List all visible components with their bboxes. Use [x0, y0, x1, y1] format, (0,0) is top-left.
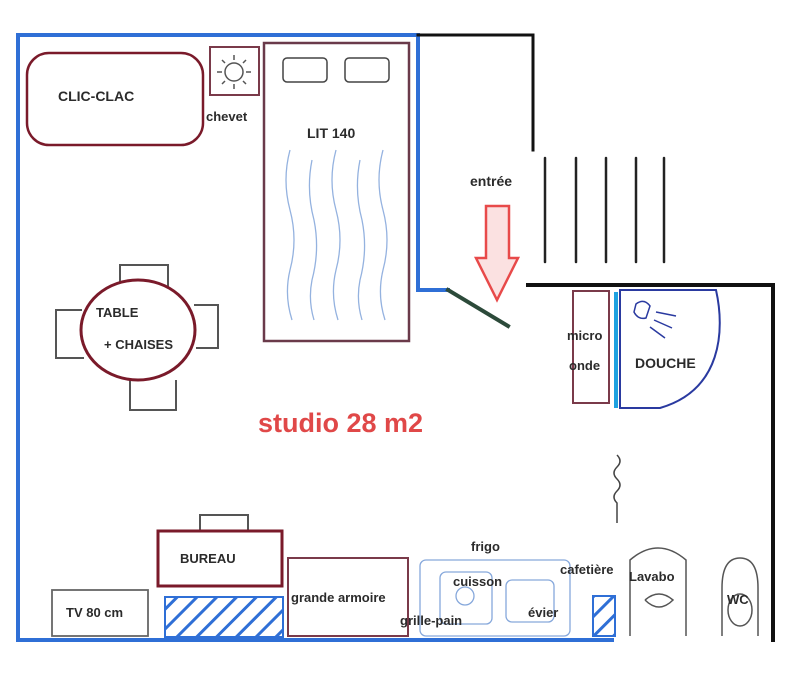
tv-box — [51, 589, 149, 637]
chaises-label: + CHAISES — [104, 337, 173, 352]
armoire-box — [287, 557, 409, 637]
hatched-area — [164, 596, 284, 638]
pillow-left — [282, 57, 328, 83]
walls-dark — [416, 33, 775, 642]
table-top — [79, 278, 197, 382]
cuisson-label: cuisson — [453, 574, 503, 589]
door-leaf — [445, 287, 511, 329]
wall-left-top — [16, 33, 614, 642]
lavabo-sketch — [629, 547, 687, 636]
tv-label: TV 80 cm — [66, 605, 124, 620]
frigo-label: frigo — [471, 539, 500, 554]
clic-clac-label: CLIC-CLAC — [58, 88, 135, 104]
grille-pain-label: grille-pain — [400, 613, 463, 628]
pipe-sketch — [613, 454, 621, 523]
clic-clac-sofa — [25, 51, 205, 147]
lavabo-label: Lavabo — [629, 569, 675, 584]
cafetiere-hatch — [592, 595, 616, 637]
pillow-right — [344, 57, 390, 83]
wc-label: WC — [727, 592, 749, 607]
bureau-chair — [199, 514, 249, 532]
table-chairs — [55, 264, 219, 411]
entrance-arrow — [473, 204, 521, 303]
onde-label: onde — [569, 358, 601, 373]
shower-head-icon — [633, 300, 677, 339]
micro-onde-box — [572, 290, 610, 404]
stairs — [543, 156, 666, 264]
chevet-label: chevet — [206, 109, 248, 124]
evier-label: évier — [528, 605, 559, 620]
bureau-label: BUREAU — [180, 551, 236, 566]
bed-label: LIT 140 — [307, 125, 356, 141]
lamp-icon — [217, 55, 251, 89]
bed-frame — [262, 41, 411, 343]
walls — [16, 33, 614, 642]
bureau-desk — [156, 529, 284, 588]
wall-corridor — [416, 33, 535, 152]
kitchen-sketch — [419, 559, 571, 637]
douche-label: DOUCHE — [635, 355, 696, 371]
armoire-label: grande armoire — [291, 590, 386, 605]
wc-sketch — [721, 557, 759, 636]
table-label: TABLE — [96, 305, 139, 320]
cafetiere-label: cafetière — [560, 562, 614, 577]
micro-label: micro — [567, 328, 603, 343]
plan-title: studio 28 m2 — [258, 408, 424, 438]
shower-outline — [619, 289, 721, 409]
entrance-label: entrée — [470, 173, 513, 189]
bed-sheet-sketch — [285, 149, 388, 321]
